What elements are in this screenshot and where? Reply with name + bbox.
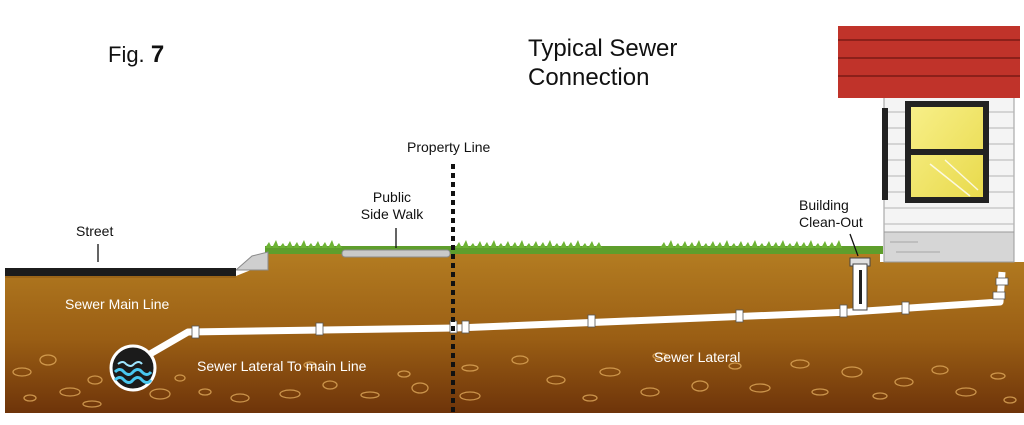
diagram-title: Typical Sewer Connection <box>528 34 677 92</box>
label-sewer-lateral: Sewer Lateral <box>654 349 740 366</box>
street-surface <box>5 268 236 276</box>
label-public-sidewalk-line2: Side Walk <box>352 206 432 223</box>
label-sewer-lateral-to-main: Sewer Lateral To main Line <box>197 358 366 375</box>
figure-prefix: Fig. <box>108 42 145 67</box>
public-sidewalk <box>342 250 450 257</box>
title-line-2: Connection <box>528 63 677 92</box>
curb <box>236 252 268 270</box>
label-building-cleanout: Building Clean-Out <box>799 197 863 231</box>
house-roof <box>838 26 1020 98</box>
figure-number: Fig. 7 <box>108 41 164 69</box>
house <box>838 26 1020 262</box>
figure-num: 7 <box>151 41 164 68</box>
sewer-main-pipe <box>111 346 155 390</box>
label-building-cleanout-line2: Clean-Out <box>799 214 863 231</box>
label-public-sidewalk: Public Side Walk <box>352 189 432 223</box>
label-property-line: Property Line <box>407 139 490 156</box>
label-sewer-main-line: Sewer Main Line <box>65 296 169 313</box>
building-cleanout <box>850 258 870 310</box>
title-line-1: Typical Sewer <box>528 34 677 63</box>
label-street: Street <box>76 223 113 240</box>
label-public-sidewalk-line1: Public <box>352 189 432 206</box>
label-building-cleanout-line1: Building <box>799 197 863 214</box>
